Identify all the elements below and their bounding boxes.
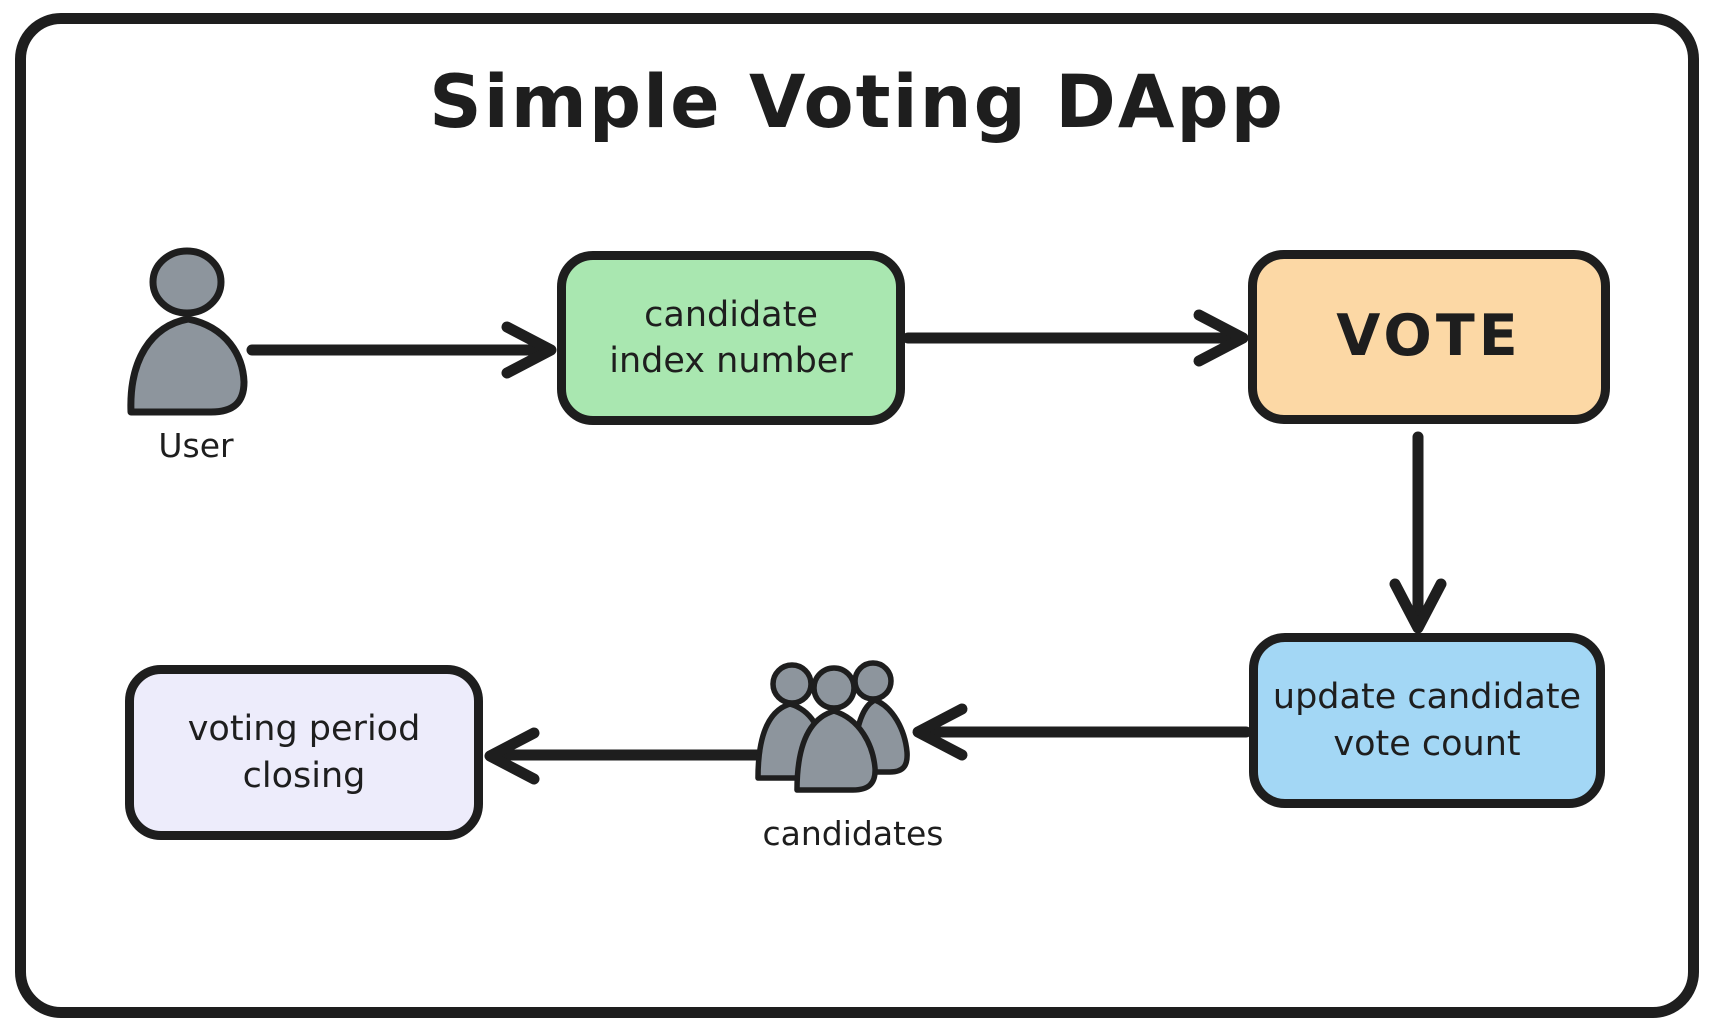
- diagram-border-frame: [15, 13, 1699, 1018]
- candidates-group-icon: [755, 660, 910, 793]
- node-vote: VOTE: [1248, 250, 1610, 424]
- arrow-update-count-to-candidates: [912, 703, 1252, 761]
- arrow-candidate-index-to-vote: [902, 309, 1249, 367]
- arrow-candidates-to-voting-period: [484, 727, 786, 785]
- arrow-vote-to-update-count: [1389, 431, 1447, 634]
- user-label: User: [158, 426, 234, 465]
- node-update-vote-count: update candidate vote count: [1249, 633, 1605, 808]
- node-update-vote-count-line1: update candidate: [1272, 677, 1582, 718]
- candidates-label: candidates: [762, 814, 944, 853]
- node-candidate-index-line1: candidate: [644, 294, 818, 335]
- node-vote-label: VOTE: [1336, 303, 1522, 370]
- node-voting-period-line1: voting period: [187, 709, 421, 750]
- node-voting-period-closing: voting period closing: [125, 665, 483, 840]
- node-candidate-index-line2: index number: [609, 341, 853, 381]
- node-candidate-index: candidate index number: [557, 251, 905, 425]
- node-update-vote-count-line2: vote count: [1333, 723, 1521, 764]
- node-voting-period-line2: closing: [242, 755, 366, 796]
- diagram-title: Simple Voting DApp: [429, 60, 1285, 145]
- arrow-user-to-candidate-index: [246, 321, 557, 379]
- user-icon: [127, 247, 248, 416]
